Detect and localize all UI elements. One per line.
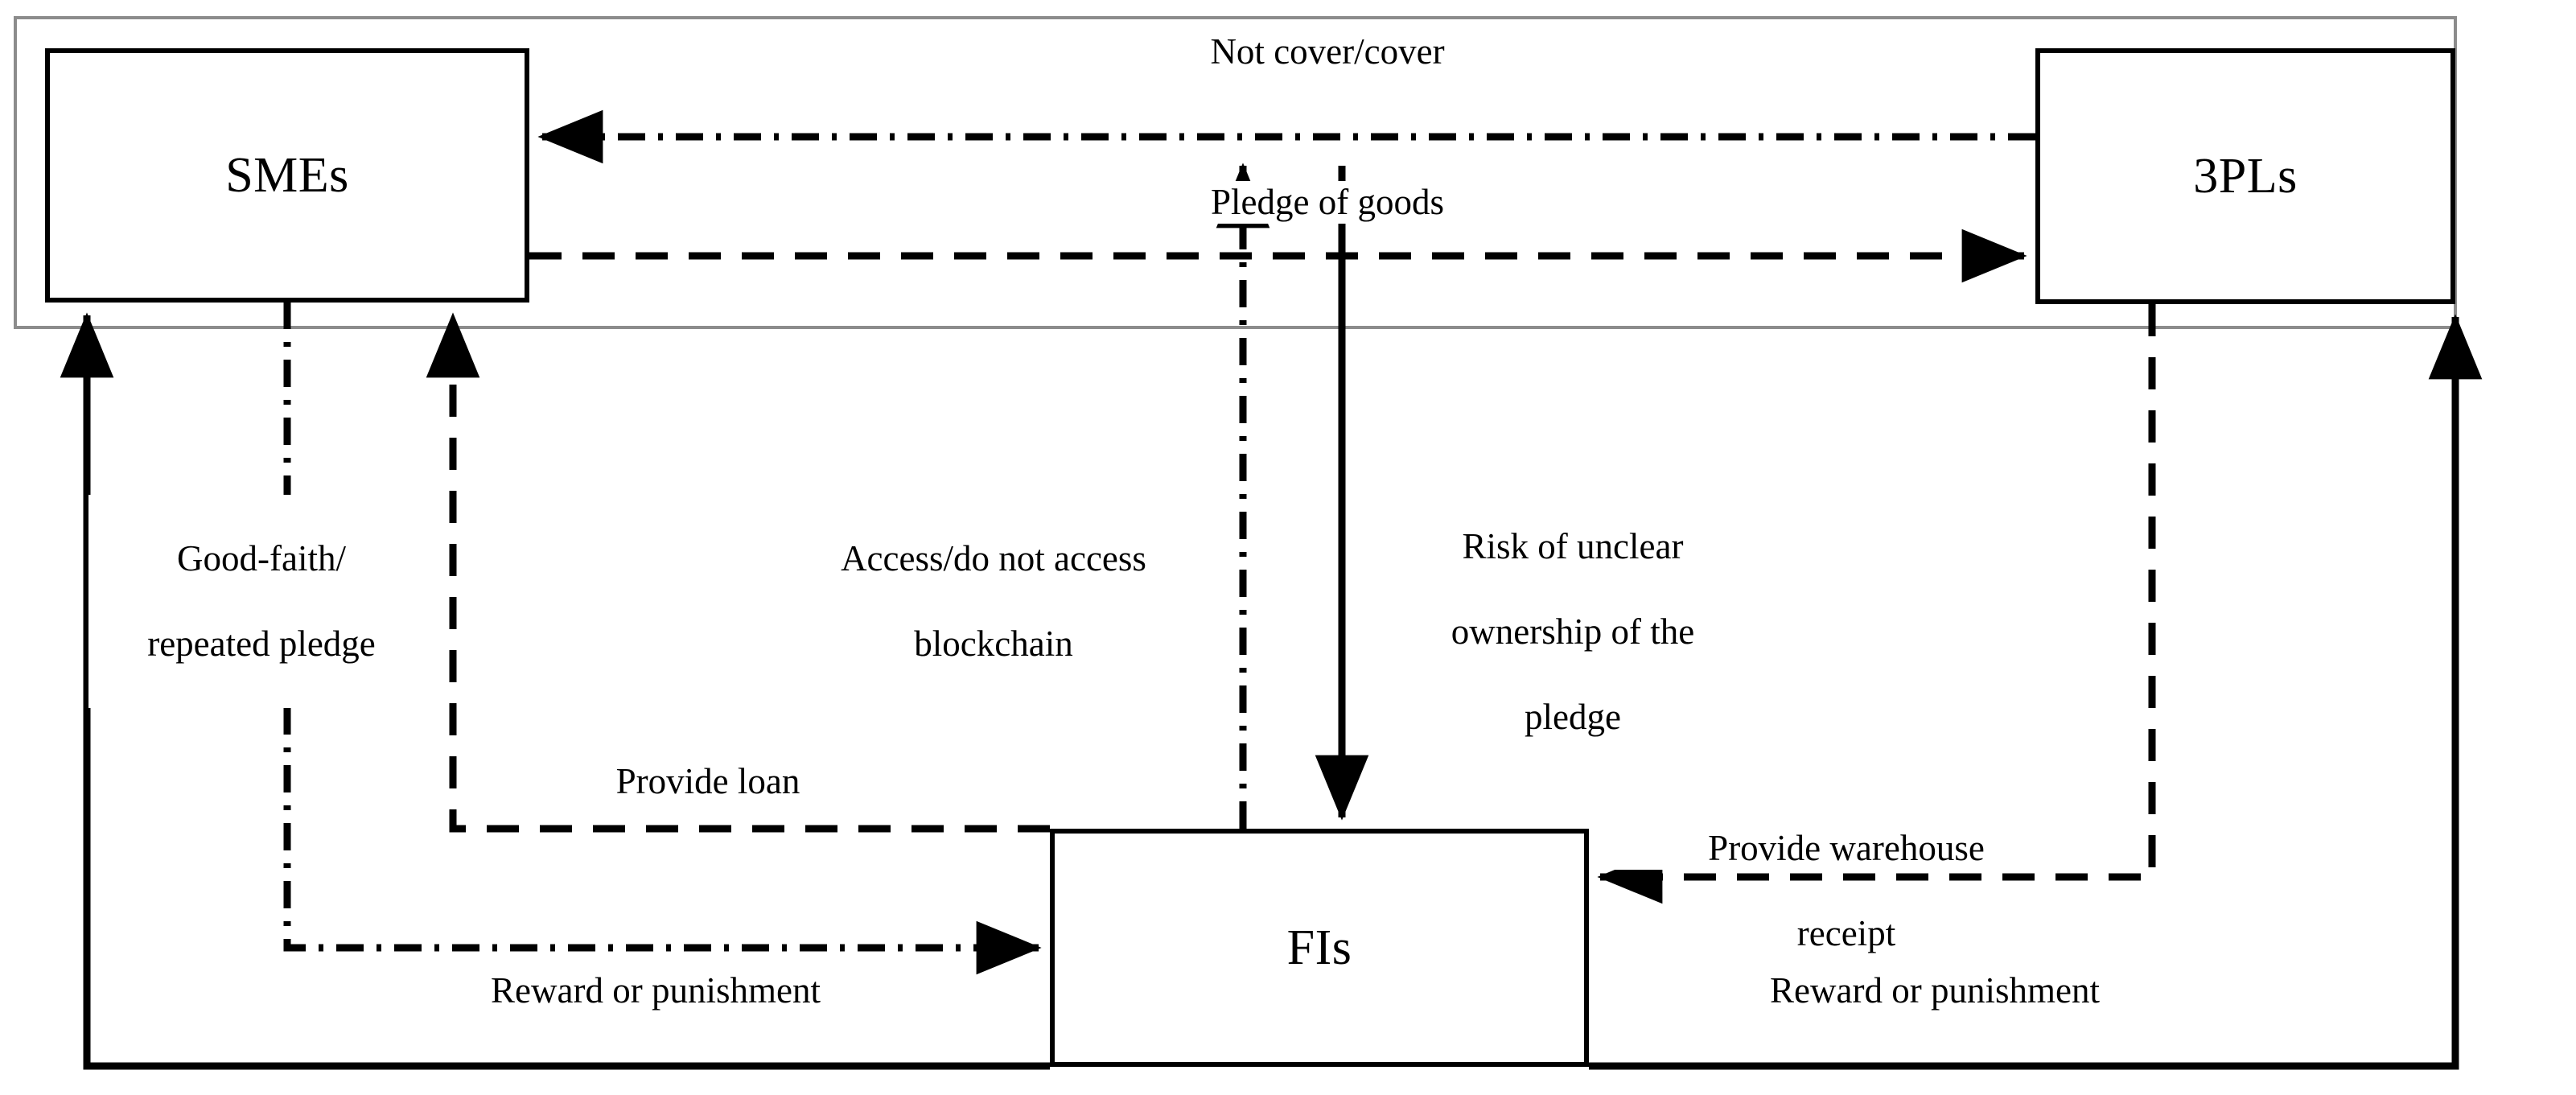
edge-label-access-blockchain: Access/do not access blockchain: [776, 495, 1211, 709]
node-smes[interactable]: SMEs: [45, 48, 529, 303]
edge-label-access-line2: blockchain: [914, 624, 1073, 665]
node-fis-label: FIs: [1286, 920, 1352, 975]
edge-label-good-faith-line2: repeated pledge: [147, 624, 376, 665]
edge-label-provide-loan: Provide loan: [531, 760, 885, 804]
edge-warehouse-receipt: [1597, 304, 2156, 904]
edge-label-not-cover: Not cover/cover: [1110, 31, 1545, 74]
node-3pls-label: 3PLs: [2193, 149, 2298, 204]
top-frame-rect: [14, 16, 2457, 329]
edge-label-pledge-of-goods: Pledge of goods: [1110, 181, 1545, 224]
edge-label-risk-line1: Risk of unclear: [1462, 526, 1684, 567]
edge-label-reward-right: Reward or punishment: [1685, 969, 2184, 1013]
edge-label-good-faith: Good-faith/ repeated pledge: [88, 495, 434, 709]
edge-label-access-line1: Access/do not access: [841, 538, 1146, 579]
edge-label-warehouse-receipt: Provide warehouse receipt: [1605, 784, 2088, 998]
node-fis[interactable]: FIs: [1050, 829, 1589, 1067]
edge-reward-left: [60, 312, 1050, 1070]
edge-label-risk-line2: ownership of the: [1451, 611, 1695, 652]
edge-label-risk-ownership: Risk of unclear ownership of the pledge: [1384, 483, 1762, 782]
node-3pls[interactable]: 3PLs: [2035, 48, 2455, 304]
edge-label-warehouse-line1: Provide warehouse: [1610, 827, 2083, 871]
edge-reward-right: [1589, 314, 2483, 1070]
edge-label-good-faith-line1: Good-faith/: [177, 538, 346, 579]
edge-provide-loan: [426, 312, 1050, 833]
edge-label-risk-line3: pledge: [1525, 697, 1621, 738]
edge-label-warehouse-line2: receipt: [1718, 912, 1975, 956]
edge-label-reward-left: Reward or punishment: [406, 969, 905, 1013]
node-smes-label: SMEs: [225, 148, 349, 203]
